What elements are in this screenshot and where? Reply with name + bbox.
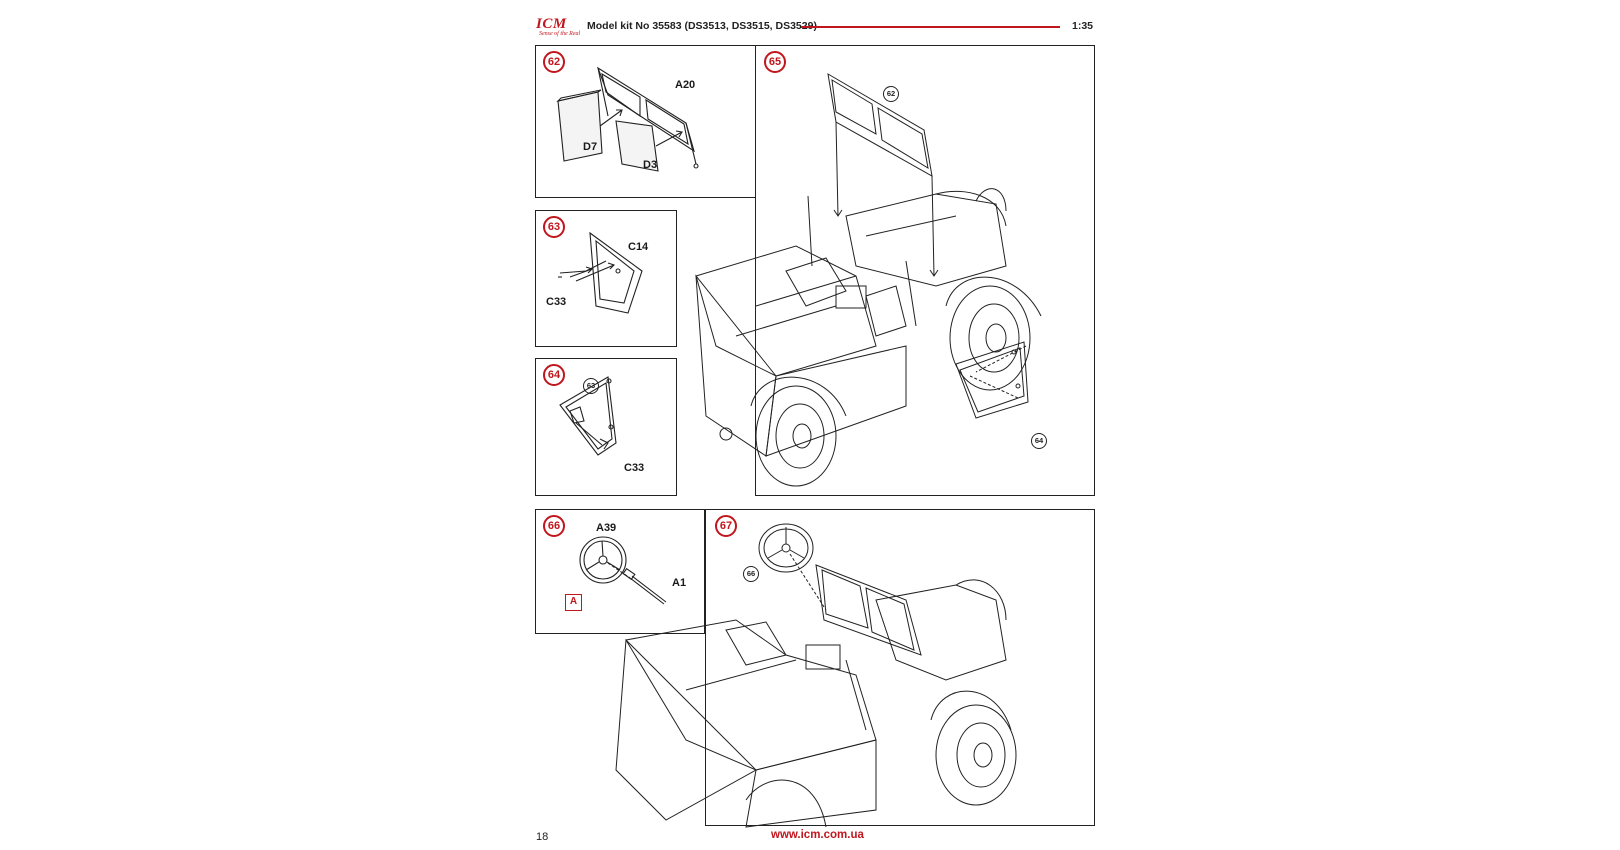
windscreen-frame-drawing [536,46,759,199]
part-label-a20: A20 [675,79,696,91]
step-63-panel: 63 C14 C33 [535,210,677,347]
step-66-panel: 66 A39 A1 A [535,509,705,634]
step-66-badge: 66 [543,515,565,537]
step-62-badge: 62 [543,51,565,73]
vehicle-assembly-drawing [756,46,1096,497]
header-rule [801,26,1060,28]
part-label-c14: C14 [628,241,649,253]
logo-wordmark: ICM [536,16,567,32]
step-67-panel: 67 66 [705,509,1095,826]
door-curtain-drawing [536,359,678,497]
step-65-badge: 65 [764,51,786,73]
part-label-d3: D3 [643,159,658,171]
vehicle-final-drawing [706,510,1096,827]
kit-title: Model kit No 35583 (DS3513, DS3515, DS35… [587,20,817,32]
steering-wheel-drawing [536,510,706,635]
footer-website-link[interactable]: www.icm.com.ua [771,829,864,841]
logo-tagline: Sense of the Real [539,31,581,37]
step-64-panel: 64 63 C33 [535,358,677,496]
step-67-ref-66: 66 [743,566,759,582]
step-65-ref-64: 64 [1031,433,1047,449]
step-64-badge: 64 [543,364,565,386]
icm-logo: ICM Sense of the Real [536,16,586,44]
side-curtain-drawing [536,211,678,348]
part-label-d7: D7 [583,141,598,153]
page-number: 18 [536,831,549,843]
step-67-badge: 67 [715,515,737,537]
part-label-a39: A39 [596,522,617,534]
part-label-c33: C33 [624,462,645,474]
step-65-panel: 65 62 64 [755,45,1095,496]
paint-code-a: A [565,594,582,611]
step-65-ref-62: 62 [883,86,899,102]
kit-scale: 1:35 [1072,20,1094,32]
step-63-badge: 63 [543,216,565,238]
part-label-a1: A1 [672,577,687,589]
step-62-panel: 62 A20 D7 D [535,45,758,198]
part-label-c33: C33 [546,296,567,308]
